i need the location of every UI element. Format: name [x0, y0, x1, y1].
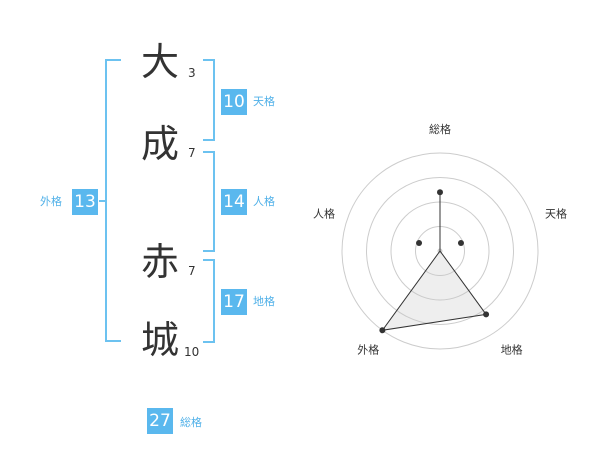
radar-axis-label: 総格 — [429, 122, 451, 136]
soukaku-label: 総格 — [180, 416, 202, 429]
name-char-1: 大 — [140, 40, 179, 84]
gaikaku-bracket-tick — [99, 200, 105, 202]
gaikaku-score: 13 — [72, 189, 98, 215]
chikaku-label: 地格 — [253, 295, 275, 308]
radar-point — [437, 189, 443, 196]
radar-point — [457, 240, 464, 246]
stroke-count-2: 7 — [188, 146, 196, 160]
chikaku-score: 17 — [221, 289, 247, 315]
radar-point — [379, 327, 386, 334]
radar-axis-label: 人格 — [313, 206, 335, 220]
name-char-3: 赤 — [140, 240, 179, 284]
radar-ring — [366, 177, 514, 325]
stroke-count-1: 3 — [188, 66, 196, 80]
gaikaku-bracket — [105, 59, 121, 342]
soukaku-score: 27 — [147, 408, 173, 434]
tenkaku-score: 10 — [221, 89, 247, 115]
chikaku-bracket — [203, 259, 215, 343]
radar-axis-label: 地格 — [501, 343, 523, 357]
stroke-count-3: 7 — [188, 264, 196, 278]
radar-ring — [341, 152, 539, 350]
gaikaku-label: 外格 — [40, 195, 62, 208]
radar-axis-label: 外格 — [357, 343, 379, 357]
tenkaku-label: 天格 — [253, 95, 275, 108]
name-char-4: 城 — [140, 318, 179, 362]
radar-polygon — [381, 192, 487, 331]
stroke-count-4: 10 — [184, 345, 200, 359]
radar-axis-label: 天格 — [545, 206, 567, 220]
tenkaku-bracket — [203, 59, 215, 141]
jinkaku-label: 人格 — [253, 195, 275, 208]
jinkaku-bracket — [203, 151, 215, 252]
jinkaku-score: 14 — [221, 189, 247, 215]
name-char-2: 成 — [140, 122, 179, 166]
radar-point — [483, 311, 490, 318]
radar-point — [416, 240, 423, 246]
